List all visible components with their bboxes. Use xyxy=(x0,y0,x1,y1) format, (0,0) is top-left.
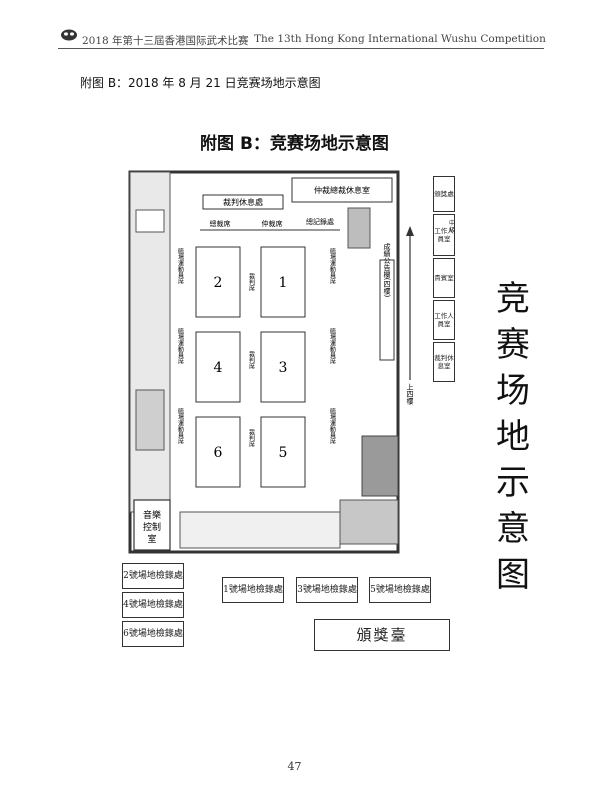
court-5 xyxy=(260,416,306,488)
court-3-number: 3 xyxy=(279,360,288,376)
vertical-title-char: 意 xyxy=(496,509,530,549)
results-board-label: 成績公告欄(四樓) xyxy=(383,242,391,298)
floor-plan: 音樂 控制 室 裁判休息處 仲裁總裁休息室 總裁席 仲裁席 總記錄處 2 1 4… xyxy=(128,170,414,554)
header-title-en: The 13th Hong Kong International Wushu C… xyxy=(254,33,546,45)
section-label: 附图 B：2018 年 8 月 21 日竞赛场地示意图 xyxy=(80,76,321,90)
vertical-title-char: 场 xyxy=(496,371,530,411)
checkin-court-2: 2號場地檢錄處 xyxy=(122,563,184,589)
right-room-vip: 貴賓室 xyxy=(433,258,455,298)
court-1 xyxy=(260,246,306,318)
court-4 xyxy=(195,331,241,403)
court-4-number: 4 xyxy=(214,360,223,376)
right-block-top xyxy=(347,207,371,249)
judge-seat-label: 裁判席 xyxy=(248,272,255,292)
referee-rest-label: 裁判休息處 xyxy=(223,197,263,207)
checkin-court-5: 5號場地檢錄處 xyxy=(369,577,431,603)
svg-text:室: 室 xyxy=(147,533,156,545)
right-room-staff-1: 工作人員室 xyxy=(433,214,455,256)
right-room-note: 中級 xyxy=(449,220,456,234)
arbitration-rest-room xyxy=(291,177,393,203)
courts: 2 1 4 3 6 5 xyxy=(195,246,306,488)
right-room-staff-2: 工作人員室 xyxy=(433,300,455,340)
athlete-seat-label: 臨場運動員席 xyxy=(177,247,184,285)
athlete-seat-label: 臨場運動員席 xyxy=(329,327,336,365)
judge-seat-label: 裁判席 xyxy=(248,350,255,370)
chief-judge-label: 總裁席 xyxy=(210,219,231,228)
court-2 xyxy=(195,246,241,318)
svg-text:控制: 控制 xyxy=(143,521,161,533)
court-3 xyxy=(260,331,306,403)
judge-seat-labels: 裁判席 裁判席 裁判席 xyxy=(248,272,255,448)
page-number: 47 xyxy=(287,760,302,773)
competition-logo-icon xyxy=(61,29,77,41)
vertical-title-char: 图 xyxy=(496,555,530,595)
music-control-label: 音樂 xyxy=(143,509,161,521)
award-stage: 頒獎臺 xyxy=(314,619,450,651)
checkin-court-1: 1號場地檢錄處 xyxy=(222,577,284,603)
court-5-number: 5 xyxy=(279,445,288,461)
referee-rest-room xyxy=(202,194,284,210)
arbitration-seat-label: 仲裁席 xyxy=(262,219,283,228)
checkin-court-6: 6號場地檢錄處 xyxy=(122,621,184,647)
plan-title: 附图 B：竞赛场地示意图 xyxy=(200,134,389,154)
court-2-number: 2 xyxy=(214,275,223,291)
vertical-title-char: 竞 xyxy=(496,279,530,319)
right-block-lower xyxy=(339,499,399,545)
music-control-room xyxy=(133,499,171,551)
header-divider xyxy=(58,48,544,49)
arbitration-rest-label: 仲裁總裁休息室 xyxy=(314,185,370,195)
checkin-court-3: 3號場地檢錄處 xyxy=(296,577,358,603)
court-6 xyxy=(195,416,241,488)
right-room-staff-1-label: 工作人員室 xyxy=(434,227,454,243)
athlete-seat-label: 臨場運動員席 xyxy=(177,407,184,445)
results-board xyxy=(379,259,395,361)
left-equipment xyxy=(135,389,165,451)
upstairs-arrowhead xyxy=(406,226,414,236)
header-title-zh: 2018 年第十三屆香港国际武术比赛 xyxy=(82,35,249,47)
judge-seat-label: 裁判席 xyxy=(248,428,255,448)
records-label: 總記錄處 xyxy=(306,217,334,226)
court-1-number: 1 xyxy=(279,275,288,291)
right-room-award-office: 頒獎處 xyxy=(433,176,455,212)
upstairs-label: 上四樓 xyxy=(406,383,414,406)
corner-room xyxy=(135,209,165,233)
vertical-title: 竞 赛 场 地 示 意 图 xyxy=(487,276,539,598)
vertical-title-char: 地 xyxy=(496,417,530,457)
vertical-title-char: 示 xyxy=(496,463,530,503)
right-room-referee-rest: 裁判休息室 xyxy=(433,342,455,382)
athlete-seat-label: 臨場運動員席 xyxy=(329,407,336,445)
athlete-seat-labels: 臨場運動員席 臨場運動員席 臨場運動員席 臨場運動員席 臨場運動員席 臨場運動員… xyxy=(177,247,336,445)
vertical-title-char: 赛 xyxy=(496,325,530,365)
checkin-court-4: 4號場地檢錄處 xyxy=(122,592,184,618)
right-block-bottom xyxy=(361,435,399,497)
athlete-seat-label: 臨場運動員席 xyxy=(329,247,336,285)
bottom-hall xyxy=(179,511,341,549)
athlete-seat-label: 臨場運動員席 xyxy=(177,327,184,365)
court-6-number: 6 xyxy=(214,445,223,461)
